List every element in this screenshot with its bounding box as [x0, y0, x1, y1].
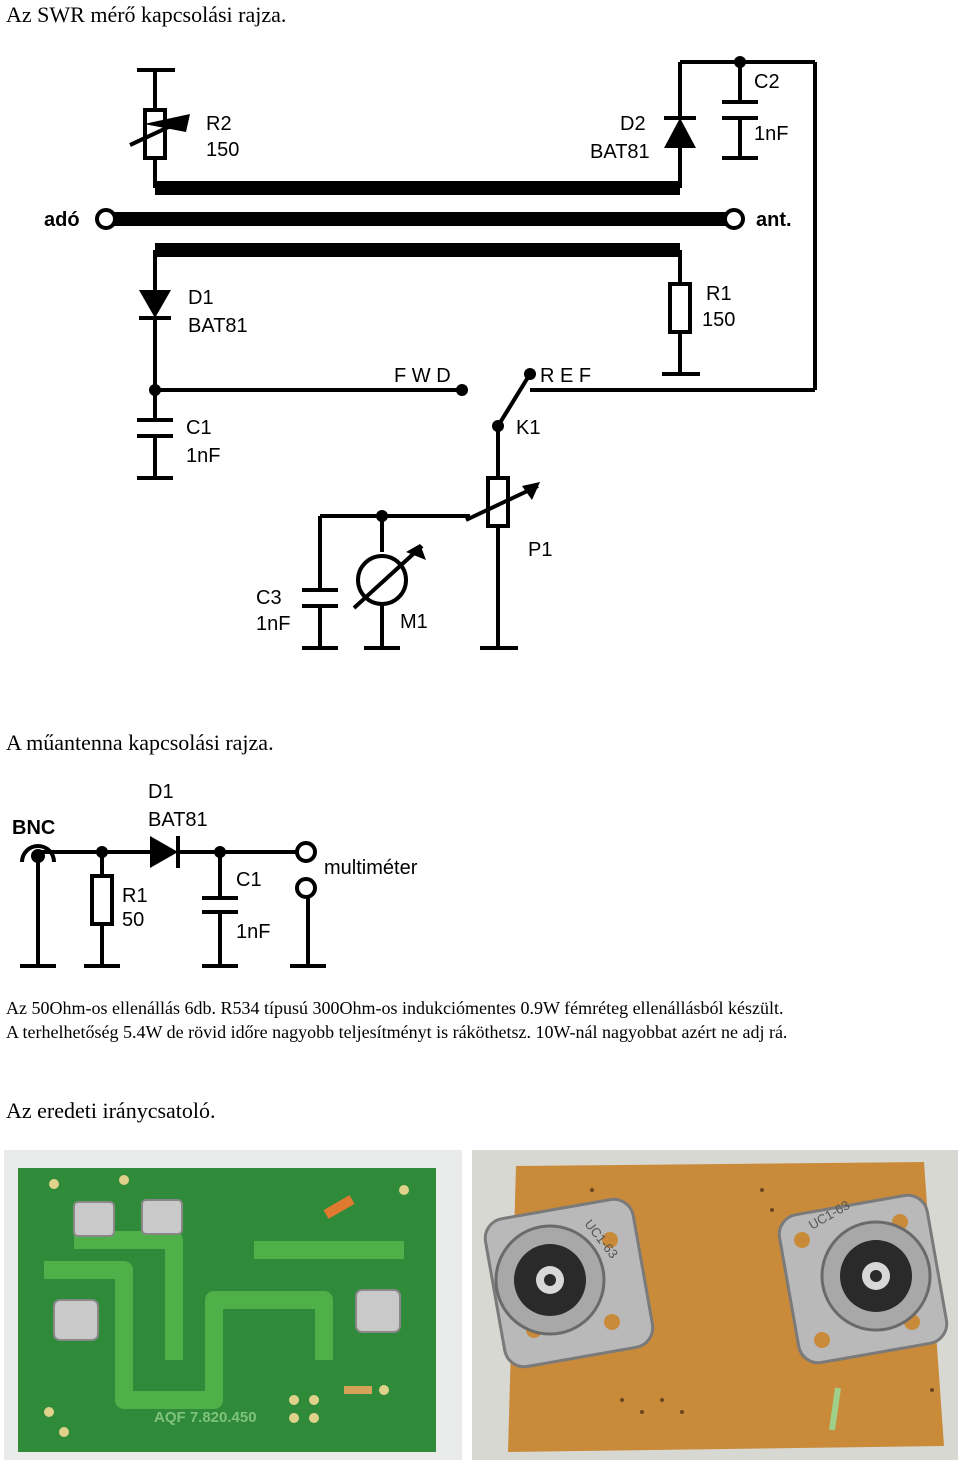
dummy-c1-name: C1	[236, 869, 262, 891]
pcb-photo-right: UC1-63 UC1-63	[472, 1150, 958, 1460]
c2-name: C2	[754, 71, 780, 93]
out-label: ant.	[756, 209, 792, 231]
c1-name: C1	[186, 417, 212, 439]
in-label: adó	[44, 209, 80, 231]
c3-name: C3	[256, 587, 282, 609]
r1-name: R1	[706, 283, 732, 305]
p1-name: P1	[528, 539, 552, 561]
d2-type: BAT81	[590, 141, 650, 163]
ref-label: R E F	[540, 365, 591, 387]
c1-value: 1nF	[186, 445, 220, 467]
d1-type: BAT81	[188, 315, 248, 337]
r2-name: R2	[206, 113, 232, 135]
meter-label: multiméter	[324, 857, 418, 879]
heading-swr-meter: Az SWR mérő kapcsolási rajza.	[6, 2, 287, 27]
d2-name: D2	[620, 113, 646, 135]
dummy-d1-type: BAT81	[148, 809, 208, 831]
dummy-load-schematic: BNC D1 BAT81 R1 50 C1 1nF multiméter	[12, 781, 418, 968]
fwd-label: F W D	[394, 365, 451, 387]
pcb-marking: AQF 7.820.450	[154, 1409, 257, 1426]
bnc-label: BNC	[12, 817, 55, 839]
dummy-c1-value: 1nF	[236, 921, 270, 943]
pcb-photo-left: AQF 7.820.450	[4, 1150, 462, 1460]
heading-dummy-load: A műantenna kapcsolási rajza.	[6, 730, 274, 755]
m1-name: M1	[400, 611, 428, 633]
note-line-1: Az 50Ohm-os ellenállás 6db. R534 típusú …	[6, 998, 784, 1018]
k1-name: K1	[516, 417, 540, 439]
c2-value: 1nF	[754, 123, 788, 145]
swr-schematic: R2 150 D2 BAT81 C2 1nF adó ant. D1 BAT81…	[44, 56, 817, 650]
dummy-r1-value: 50	[122, 909, 144, 931]
dummy-d1-name: D1	[148, 781, 174, 803]
r1-value: 150	[702, 309, 735, 331]
dummy-r1-name: R1	[122, 885, 148, 907]
d1-name: D1	[188, 287, 214, 309]
r2-value: 150	[206, 139, 239, 161]
note-line-2: A terhelhetőség 5.4W de rövid időre nagy…	[6, 1022, 788, 1042]
c3-value: 1nF	[256, 613, 290, 635]
heading-original-coupler: Az eredeti iránycsatoló.	[6, 1098, 216, 1123]
